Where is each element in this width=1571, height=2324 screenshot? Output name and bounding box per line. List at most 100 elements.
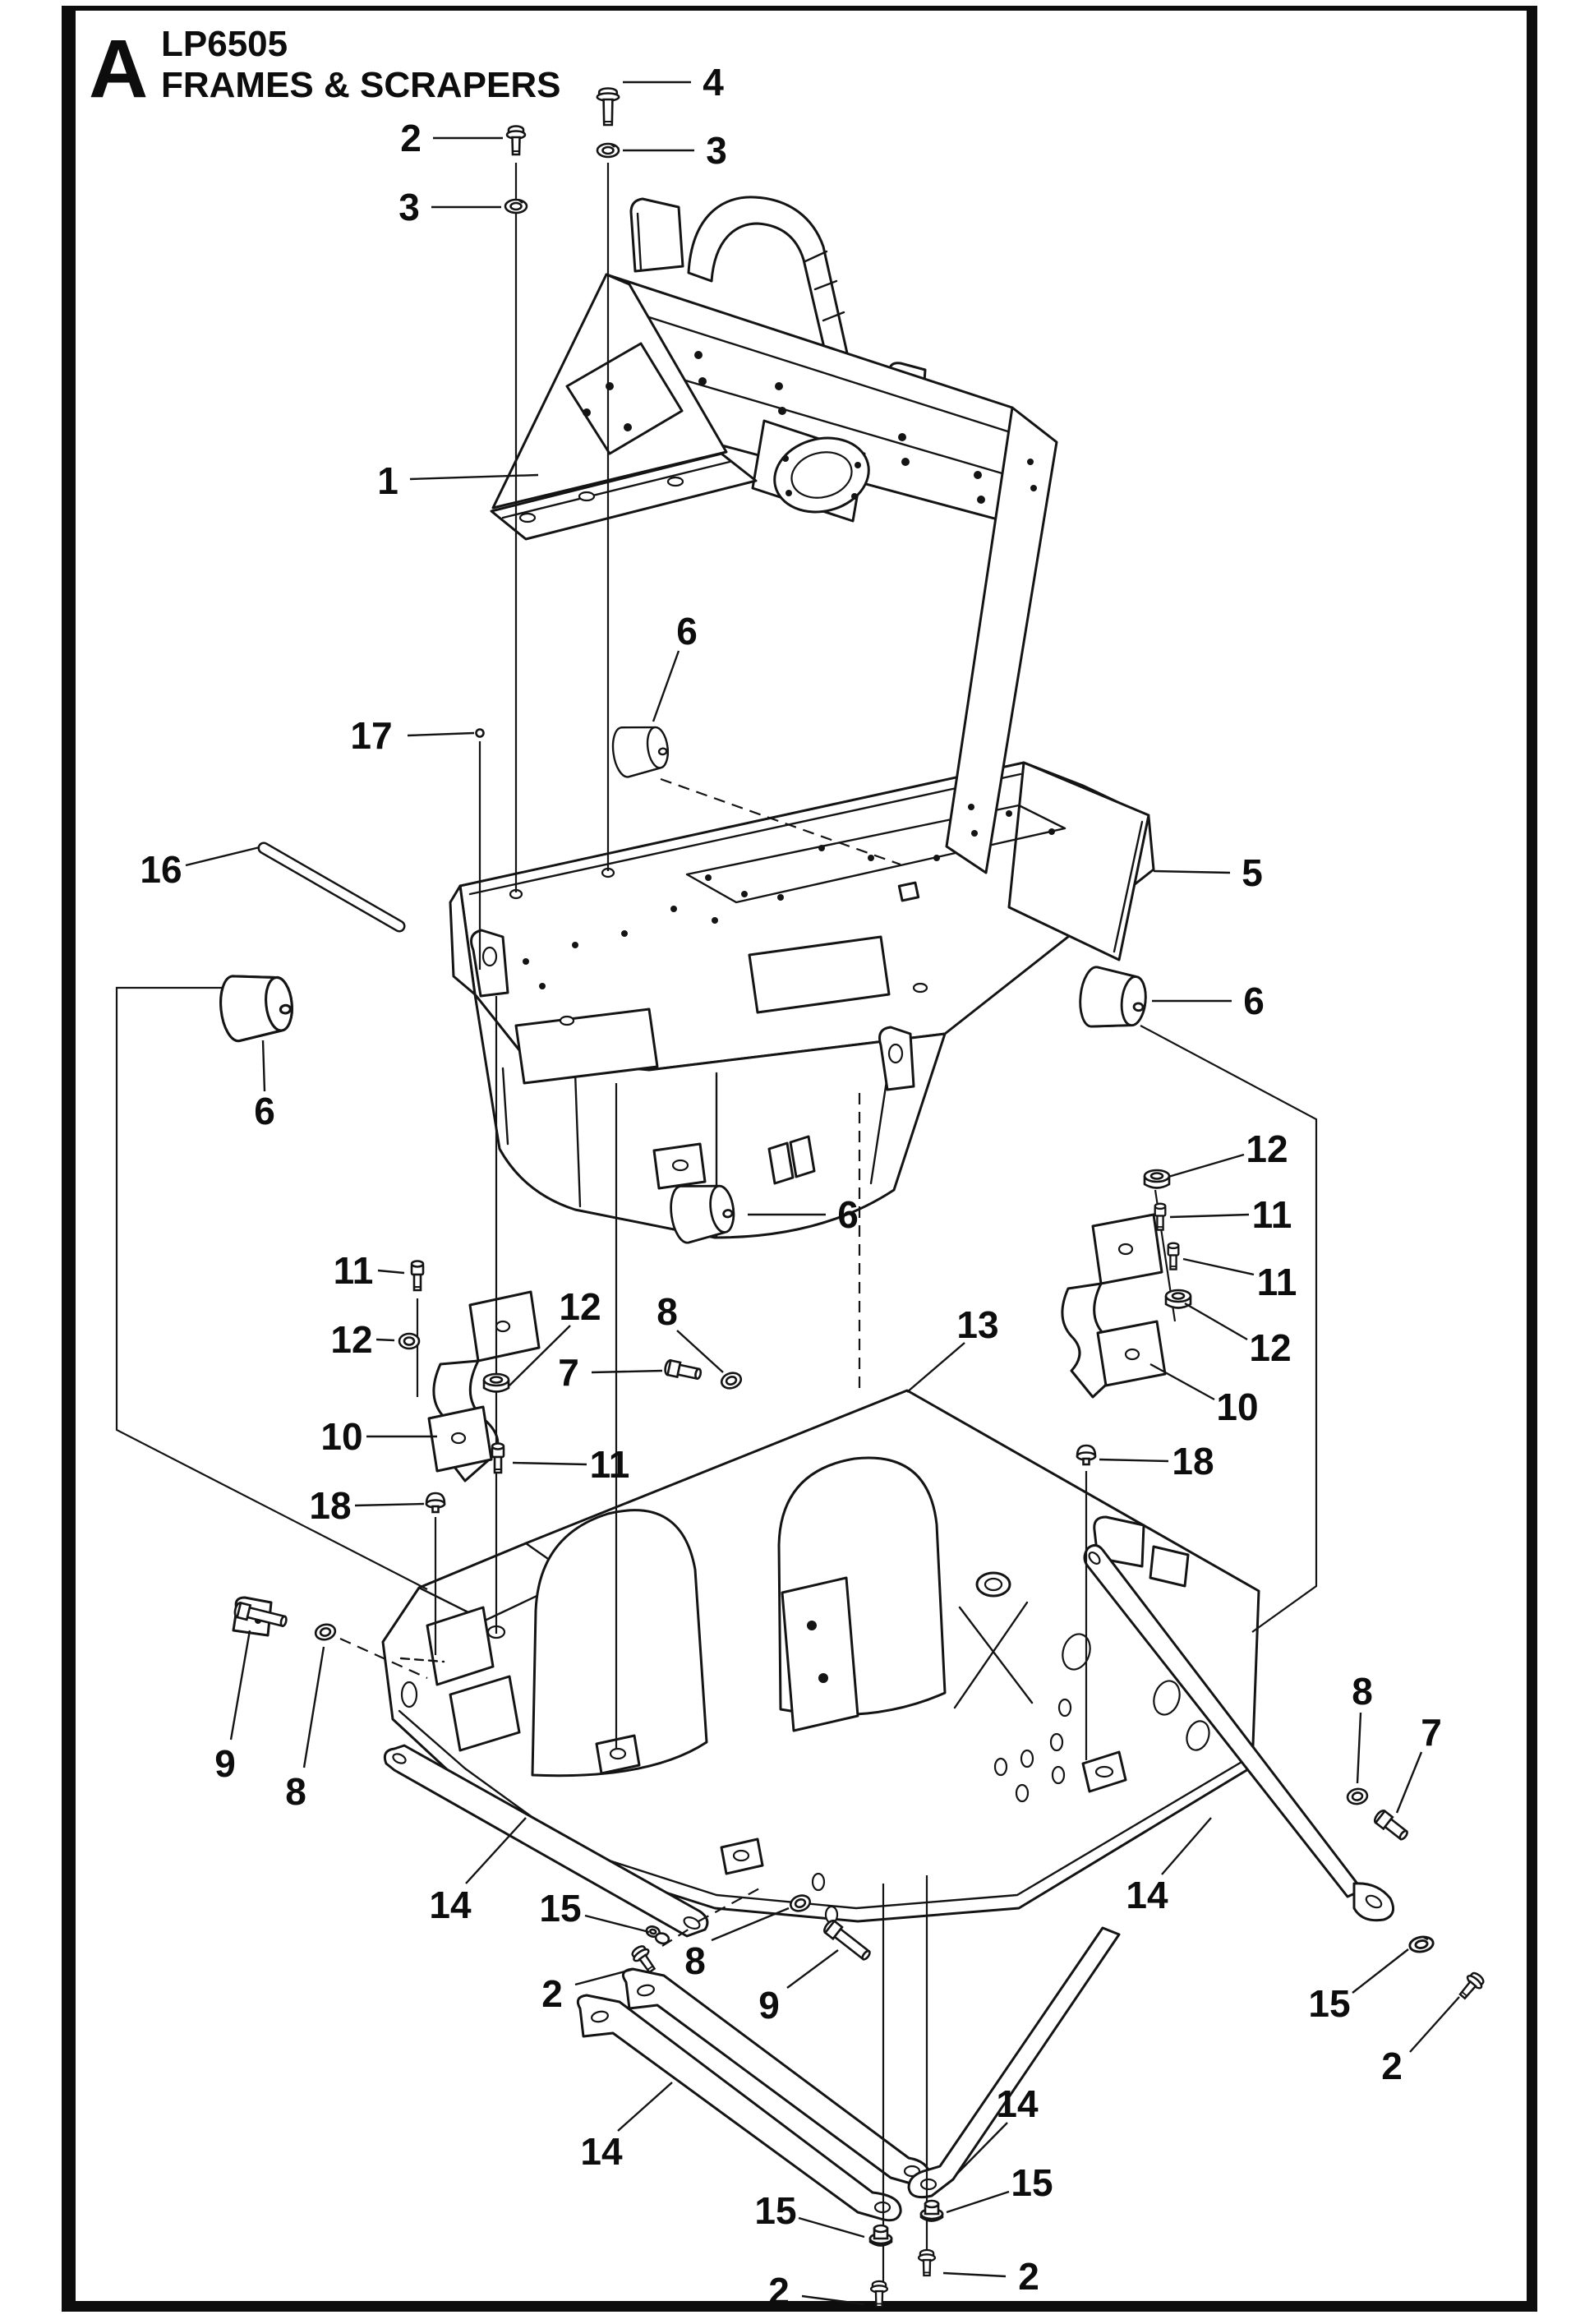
- nut-15b-icon: [868, 2224, 893, 2247]
- callout-label-18: 18: [309, 1484, 351, 1527]
- bolt-7a-icon: [664, 1358, 703, 1381]
- callout-leader-16: [185, 846, 260, 867]
- scraper-rod-16-fill: [260, 844, 403, 930]
- callout-leader-12: [1184, 1302, 1248, 1341]
- callout-label-6: 6: [1243, 980, 1265, 1022]
- callout-leader-8: [676, 1330, 724, 1373]
- assembly-line: [1140, 1025, 1318, 1633]
- construction-lines: [115, 163, 1318, 2289]
- part-scraper-bar-14c: [1083, 1544, 1395, 1922]
- callout-label-15: 15: [1011, 2161, 1053, 2204]
- callout-leader-2: [574, 1967, 635, 1986]
- bolt-11a-icon: [410, 1260, 425, 1292]
- callout-label-6: 6: [254, 1090, 275, 1132]
- grommet-12d-icon: [1164, 1289, 1192, 1309]
- part-bracket-10-left: [427, 1290, 541, 1482]
- callout-leader-14: [617, 2082, 673, 2132]
- callout-label-3: 3: [706, 129, 727, 172]
- screw-2a-icon: [505, 125, 527, 156]
- callout-leader-7: [1395, 1751, 1423, 1814]
- callout-leader-10: [1149, 1363, 1215, 1401]
- callout-leader-1: [409, 473, 539, 481]
- callout-leader-14: [465, 1817, 527, 1884]
- page-border-right: [1527, 8, 1535, 2309]
- callout-leader-14: [1161, 1817, 1212, 1875]
- assembly-line: [115, 986, 428, 1590]
- part-lower-frame-13: [232, 1389, 1260, 1925]
- nut-15c-icon: [919, 2199, 944, 2222]
- callout-label-2: 2: [1018, 2255, 1039, 2298]
- callout-label-6: 6: [837, 1193, 859, 1236]
- callout-label-7: 7: [558, 1351, 579, 1394]
- callout-label-11: 11: [334, 1249, 374, 1292]
- callout-leader-11: [1182, 1257, 1255, 1276]
- callout-leader-5: [1153, 869, 1231, 874]
- callout-label-14: 14: [429, 1884, 472, 1926]
- callout-label-11: 11: [1257, 1261, 1297, 1303]
- callout-label-14: 14: [996, 2082, 1039, 2125]
- callout-leader-12: [509, 1325, 571, 1386]
- callout-leader-8: [1356, 1712, 1362, 1784]
- callout-label-4: 4: [703, 61, 724, 104]
- bolt-9b-icon: [823, 1919, 871, 1961]
- bolt-11c-icon: [1154, 1202, 1167, 1231]
- callout-leader-11: [377, 1269, 405, 1275]
- screw-4-icon: [596, 87, 620, 127]
- callout-leader-9: [786, 1949, 839, 1989]
- screw-2d-icon: [917, 2248, 937, 2277]
- callout-leader-8: [711, 1907, 790, 1942]
- callout-leader-18: [1099, 1458, 1169, 1463]
- washer-3a-icon: [504, 198, 528, 214]
- screw-2e-icon: [1458, 1971, 1485, 2000]
- part-scraper-bar-14a: [383, 1744, 709, 1938]
- callout-label-5: 5: [1242, 851, 1263, 894]
- callout-label-15: 15: [539, 1887, 581, 1930]
- damper-6d-icon: [670, 1184, 735, 1244]
- callout-label-15: 15: [754, 2189, 796, 2232]
- fasteners: [219, 87, 1485, 2308]
- callout-label-1: 1: [377, 459, 399, 502]
- callout-label-15: 15: [1308, 1982, 1350, 2025]
- callout-leader-6: [652, 650, 680, 722]
- washer-3b-icon: [596, 142, 620, 159]
- callout-label-14: 14: [580, 2130, 623, 2173]
- callout-label-12: 12: [1246, 1127, 1288, 1170]
- washer-8d-icon: [1346, 1787, 1369, 1805]
- callout-label-7: 7: [1421, 1711, 1442, 1754]
- callout-label-3: 3: [399, 186, 420, 228]
- damper-6b-icon: [1079, 966, 1147, 1028]
- callout-leader-17: [407, 731, 475, 737]
- washer-8c-icon: [790, 1894, 811, 1912]
- model-number: LP6505: [161, 24, 288, 64]
- callout-label-17: 17: [350, 714, 392, 757]
- callout-label-11: 11: [1252, 1193, 1292, 1236]
- part-upper-frame-5: [449, 761, 1155, 1239]
- callout-label-8: 8: [657, 1290, 678, 1333]
- callout-label-9: 9: [758, 1984, 780, 2027]
- washer-15d-icon: [1408, 1935, 1435, 1953]
- callout-leader-15: [584, 1914, 650, 1934]
- bolt-11b-icon: [491, 1442, 505, 1474]
- callout-leader-2: [1409, 1996, 1460, 2053]
- callout-leader-7: [591, 1369, 663, 1374]
- page-border-left: [64, 8, 76, 2309]
- bolt-7b-icon: [1373, 1810, 1408, 1841]
- part-bracket-10-right: [1061, 1213, 1167, 1399]
- washer-8b-icon: [314, 1623, 337, 1641]
- clamp-15a-icon: [645, 1925, 670, 1945]
- callout-leader-6: [261, 1040, 266, 1092]
- pin-17-icon: [475, 728, 485, 738]
- callout-leader-14: [956, 2122, 1008, 2175]
- callout-leader-11: [512, 1461, 587, 1466]
- callout-leader-2: [942, 2271, 1007, 2278]
- callout-leader-15: [798, 2216, 865, 2239]
- page-title: FRAMES & SCRAPERS: [161, 65, 561, 105]
- grommet-12c-icon: [1143, 1169, 1171, 1189]
- damper-6a-icon: [611, 726, 669, 778]
- callout-label-8: 8: [684, 1939, 706, 1982]
- washer-12a-icon: [398, 1332, 421, 1350]
- callout-label-2: 2: [541, 1972, 563, 2015]
- callout-label-12: 12: [559, 1285, 601, 1328]
